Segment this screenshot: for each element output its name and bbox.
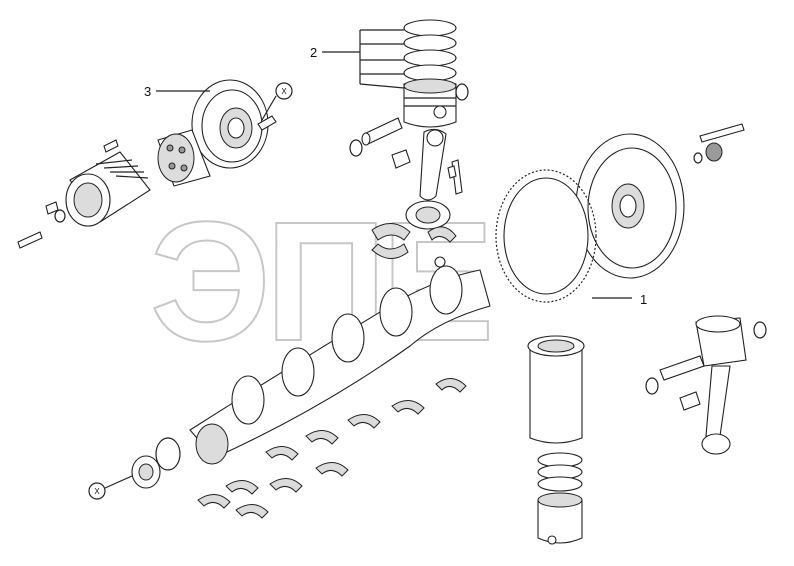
callout-2-leaders: [322, 29, 405, 89]
callout-flywheel-ring: 1: [640, 292, 647, 307]
crankshaft: [189, 265, 491, 465]
callout-damper: 3: [144, 84, 151, 99]
crank-timing-gear: [131, 455, 161, 489]
ref-mark-damper-label: X: [281, 87, 287, 96]
callout-piston-rings: 2: [310, 45, 317, 60]
piston-pin: [361, 117, 403, 146]
damper-bolts: [17, 115, 277, 249]
ref-mark-damper: X: [261, 82, 293, 121]
damper-hub: [157, 129, 211, 187]
crank-seal-ring: [155, 437, 181, 471]
rod-assembly-right: [645, 315, 767, 455]
ref-mark-crank-gear: X: [88, 475, 133, 500]
main-bearing-shells: [197, 378, 467, 519]
connecting-rod: [405, 128, 451, 230]
vibration-damper: [191, 79, 269, 169]
lower-piston: [537, 492, 583, 545]
dowel-pin: [434, 256, 446, 268]
small-end-bushing: [391, 149, 411, 169]
piston: [403, 78, 457, 128]
flywheel: [575, 133, 685, 279]
ref-mark-crank-gear-label: X: [94, 487, 100, 496]
rod-bolts: [447, 159, 463, 195]
pin-circlips: [349, 83, 469, 157]
rod-bearing-shells: [371, 223, 457, 259]
cylinder-liner: [527, 335, 585, 444]
piston-ring-stack: [403, 19, 457, 82]
lower-piston-rings: [537, 452, 583, 492]
ring-gear: [495, 169, 597, 303]
v-belt-pulley: [65, 151, 151, 227]
flywheel-bolts-and-seal: [693, 123, 745, 164]
